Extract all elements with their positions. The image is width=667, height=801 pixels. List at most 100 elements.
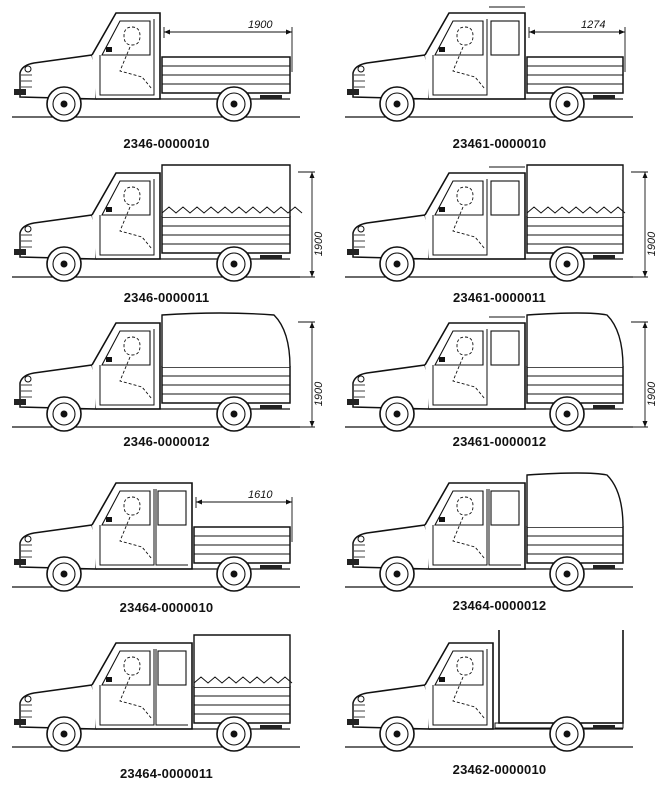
model-code-caption: 23464-0000011 [120, 766, 213, 781]
model-code-caption: 2346-0000011 [123, 290, 210, 305]
variant-cell: 1900 23461-0000012 [333, 310, 666, 470]
tent-tie-down [193, 676, 293, 684]
variant-drawing: 1900 [345, 312, 658, 432]
model-code-caption: 23461-0000010 [452, 136, 547, 151]
headlight [357, 695, 365, 703]
front-wheel [379, 716, 415, 752]
side-window [434, 490, 484, 526]
front-bumper [14, 399, 26, 405]
front-bumper [347, 559, 359, 565]
truck-side-view [12, 312, 300, 432]
front-door [99, 19, 155, 96]
variant-drawing: 1900 [12, 312, 325, 432]
variant-drawing [345, 630, 633, 752]
rear-step [593, 405, 615, 409]
front-bumper [14, 559, 26, 565]
rear-step [260, 405, 282, 409]
variant-drawing: 1900 [12, 164, 325, 282]
front-wheel [46, 86, 82, 122]
variant-cell: 1900 2346-0000010 [0, 0, 333, 160]
rear-wheel [549, 246, 585, 282]
model-code-caption: 23464-0000012 [452, 598, 547, 613]
rear-wheel [216, 246, 252, 282]
canvas-tent [161, 164, 291, 217]
variant-drawing [345, 472, 633, 592]
rear-door [155, 649, 188, 726]
model-code-caption: 2346-0000010 [123, 136, 210, 151]
truck-side-view [345, 6, 633, 122]
headlight [24, 225, 32, 233]
front-door [99, 179, 155, 256]
cab-outline [424, 172, 526, 260]
driver-silhouette [119, 656, 153, 720]
rear-side-window [490, 330, 520, 366]
dimension-annotation: 1900 [298, 321, 325, 428]
model-code-caption: 23462-0000010 [452, 762, 547, 777]
dimension-annotation: 1274 [528, 19, 626, 72]
front-door [432, 179, 488, 256]
front-bumper [347, 399, 359, 405]
rear-wheel [549, 86, 585, 122]
front-bumper [14, 89, 26, 95]
side-mirror [439, 47, 445, 52]
variant-cell: 1900 23461-0000011 [333, 160, 666, 320]
front-bumper [347, 89, 359, 95]
front-door [99, 649, 155, 726]
truck-side-view [12, 164, 303, 282]
headlight [357, 535, 365, 543]
hardtop-canopy [526, 472, 624, 528]
truck-side-view [12, 482, 300, 592]
dimension-annotation: 1900 [631, 171, 658, 278]
dimension-label: 1900 [646, 381, 658, 406]
side-window [101, 650, 151, 686]
front-door [432, 19, 488, 96]
side-window [101, 20, 151, 56]
variant-drawing: 1900 [12, 12, 300, 122]
variant-drawing: 1900 [345, 164, 658, 282]
dimension-annotation: 1610 [195, 489, 293, 542]
hardtop-canopy [161, 312, 291, 368]
side-mirror [106, 517, 112, 522]
box-van-body [498, 630, 624, 724]
cab-outline [91, 642, 193, 730]
rear-door-window [490, 490, 520, 526]
cab-outline [424, 322, 526, 410]
driver-silhouette [452, 26, 486, 90]
front-wheel [379, 396, 415, 432]
front-bumper [14, 249, 26, 255]
rear-step [260, 725, 282, 729]
canvas-tent [193, 634, 291, 687]
truck-side-view [345, 630, 633, 752]
dimension-annotation: 1900 [163, 19, 293, 72]
rear-side-window [490, 20, 520, 56]
side-mirror [106, 207, 112, 212]
headlight [24, 535, 32, 543]
rear-wheel [216, 396, 252, 432]
rear-step [593, 565, 615, 569]
variant-cell: 1900 2346-0000011 [0, 160, 333, 320]
rear-step [260, 95, 282, 99]
variant-cell: 23464-0000012 [333, 470, 666, 630]
dimension-label: 1900 [313, 231, 325, 256]
cab-outline [424, 482, 526, 570]
model-code-caption: 23461-0000012 [452, 434, 547, 449]
driver-silhouette [119, 336, 153, 400]
tent-tie-down [526, 206, 626, 214]
model-code-caption: 23461-0000011 [453, 290, 546, 305]
side-mirror [439, 517, 445, 522]
front-door [99, 329, 155, 406]
rear-step [260, 565, 282, 569]
front-wheel [46, 246, 82, 282]
rear-wheel [216, 716, 252, 752]
front-bumper [347, 249, 359, 255]
dimension-label: 1900 [313, 381, 325, 406]
rear-door-window [157, 650, 187, 686]
side-window [434, 180, 484, 216]
dimension-label: 1900 [646, 231, 658, 256]
truck-side-view [12, 12, 300, 122]
model-code-caption: 23464-0000010 [119, 600, 214, 615]
driver-silhouette [452, 656, 486, 720]
headlight [24, 375, 32, 383]
variant-cell: 1610 23464-0000010 [0, 470, 333, 630]
variant-drawing: 1610 [12, 482, 300, 592]
